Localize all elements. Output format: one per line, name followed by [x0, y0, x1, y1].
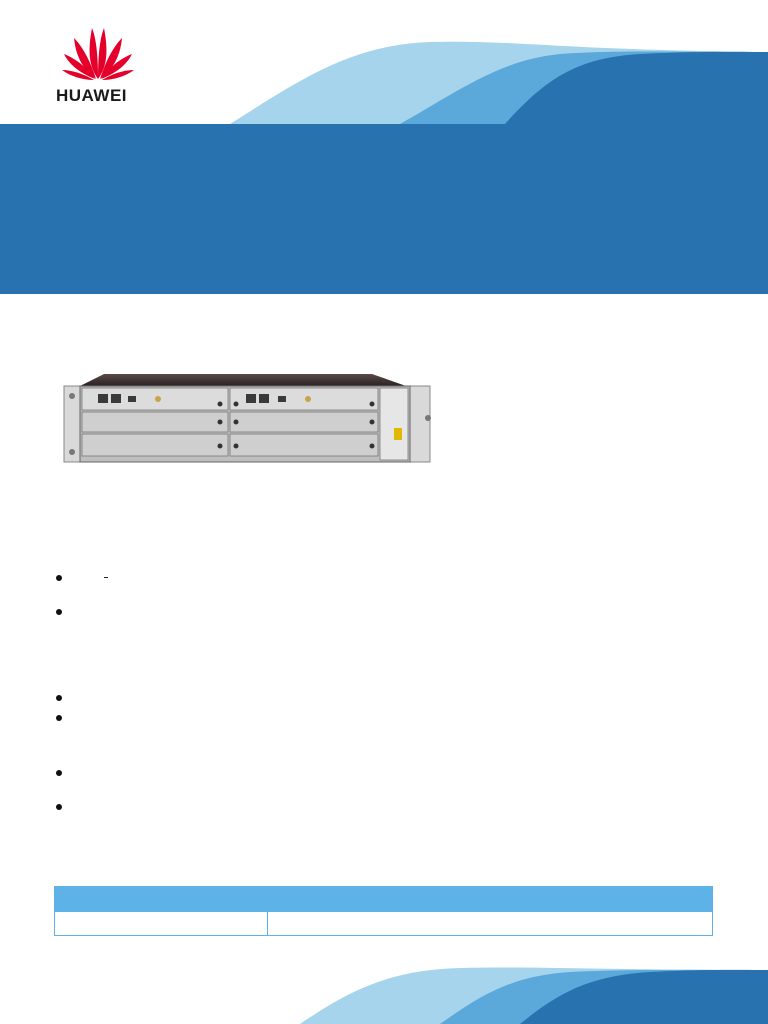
- huawei-logo: HUAWEI: [56, 24, 140, 108]
- bullet-item: [56, 770, 62, 776]
- bullet-item: [56, 695, 62, 701]
- table-cell: [54, 911, 268, 936]
- header-blue-band: [0, 124, 768, 294]
- bullet-item: [56, 575, 62, 581]
- table-header-cell: [54, 886, 268, 912]
- bullet-item: [56, 715, 62, 721]
- bullet-item: [56, 609, 62, 615]
- rack-chassis-image: [63, 374, 431, 463]
- table-cell: [267, 911, 713, 936]
- huawei-logo-text: HUAWEI: [56, 86, 127, 105]
- table-row: [54, 911, 713, 936]
- table-header-cell: [267, 886, 713, 912]
- header-wave-dark: [505, 51, 768, 125]
- footer-waves: [300, 967, 768, 1024]
- footer-wave-dark: [520, 969, 768, 1024]
- huawei-petals-icon: [62, 28, 134, 80]
- spec-table: [54, 886, 713, 936]
- bullet-item: [56, 804, 62, 810]
- table-header-row: [54, 886, 713, 912]
- dash-mark: [104, 577, 108, 578]
- header-banner: [0, 41, 768, 294]
